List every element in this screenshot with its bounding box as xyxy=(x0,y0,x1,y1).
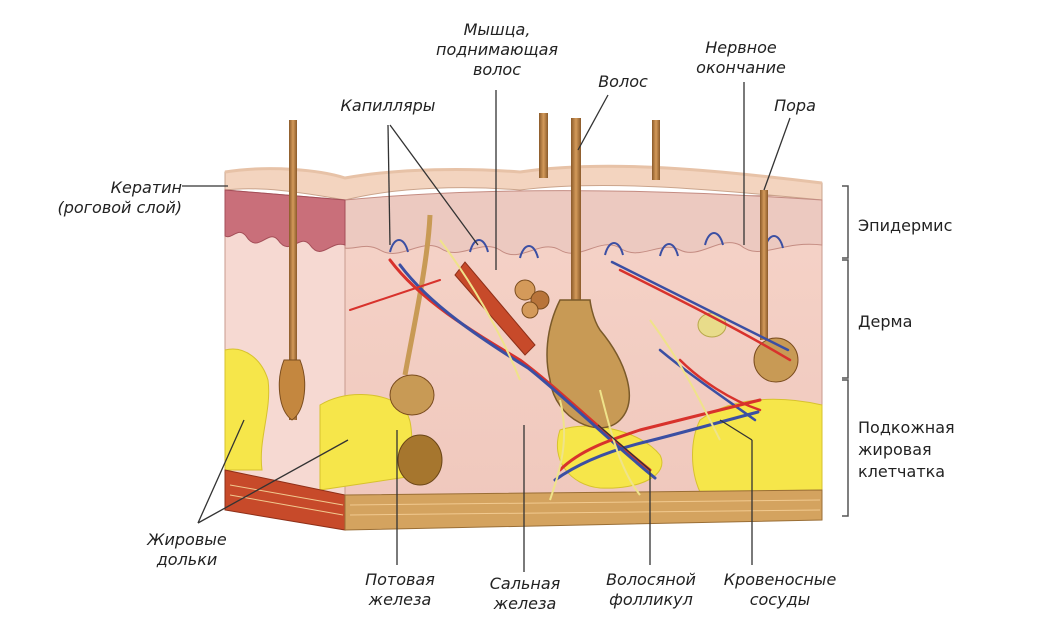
epidermis-side-layer xyxy=(344,190,823,256)
layer-brackets xyxy=(842,185,849,517)
hair-shaft-main xyxy=(571,118,581,388)
epidermis-front-layer xyxy=(224,189,346,252)
muscle-band-side xyxy=(344,489,823,531)
arrector-pili-muscle xyxy=(454,261,536,356)
hair-follicle xyxy=(546,299,630,429)
label-dermis: Дерма xyxy=(858,312,913,331)
hair-shaft-4 xyxy=(652,120,660,180)
keratin-layer xyxy=(224,164,823,185)
label-pore: Пора xyxy=(774,96,816,115)
fat-front xyxy=(224,348,270,471)
hair-shaft-2 xyxy=(539,113,548,178)
nerves xyxy=(439,239,721,501)
blood-vessels xyxy=(349,258,792,482)
label-capillaries: Капилляры xyxy=(340,96,436,115)
hair-bulb-left xyxy=(278,359,306,421)
label-keratin: Кератин(роговой слой) xyxy=(57,178,182,217)
hair-pore-right xyxy=(760,190,768,340)
leader-lines xyxy=(182,82,791,572)
muscle-fibers xyxy=(229,484,821,516)
hair-shaft-left xyxy=(289,120,297,420)
label-hair: Волос xyxy=(598,72,648,91)
label-epidermis: Эпидермис xyxy=(858,216,953,235)
sebaceous-gland xyxy=(514,279,550,319)
